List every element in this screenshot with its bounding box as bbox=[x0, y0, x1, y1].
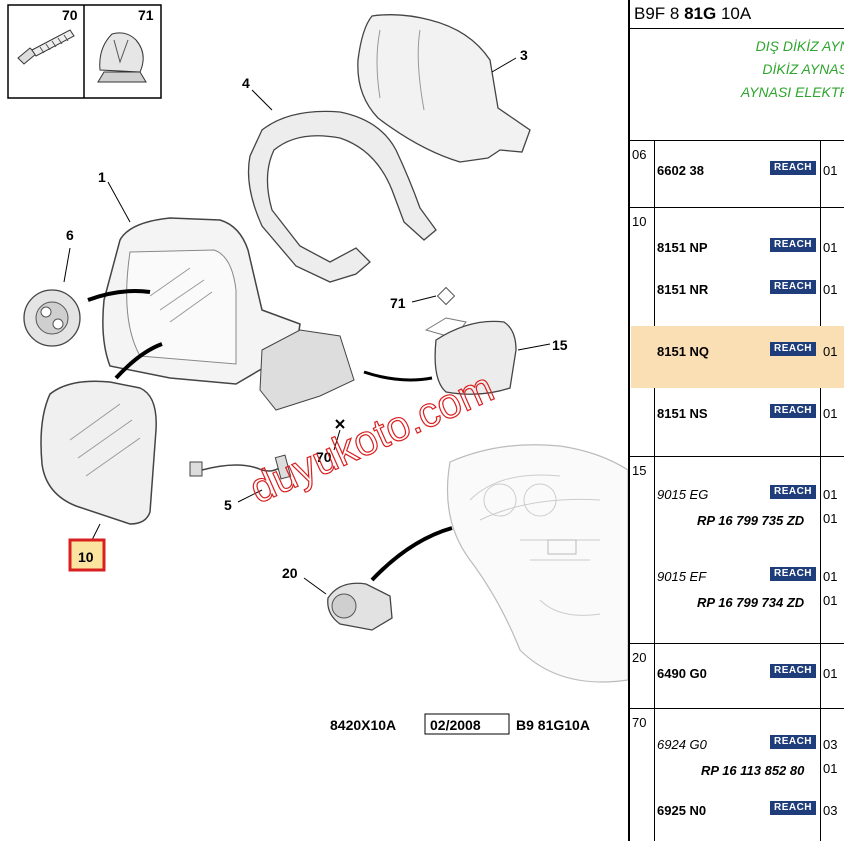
footer-ref: B9 81G10A bbox=[516, 717, 590, 733]
quantity: 01 bbox=[823, 511, 838, 526]
footer-code: 8420X10A bbox=[330, 717, 396, 733]
group-number: 20 bbox=[632, 650, 647, 665]
replacement-part: RP 16 113 852 80 bbox=[701, 763, 805, 778]
part-71-clip: 71 bbox=[390, 286, 467, 339]
part-number: 6925 N0 bbox=[657, 803, 707, 818]
label-20: 20 bbox=[282, 565, 298, 581]
reach-badge: REACH bbox=[770, 238, 816, 252]
label-10: 10 bbox=[78, 549, 94, 565]
reach-badge: REACH bbox=[770, 280, 816, 294]
quantity: 03 bbox=[823, 737, 838, 752]
label-1: 1 bbox=[98, 169, 106, 185]
group-70: 70 6924 G0 REACH 03 RP 16 113 852 80 01 … bbox=[630, 709, 844, 841]
quantity: 01 bbox=[823, 593, 838, 608]
quantity: 03 bbox=[823, 803, 838, 818]
model-suffix: 10A bbox=[720, 4, 752, 23]
part-row[interactable]: 9015 EG REACH 01 RP 16 799 735 ZD 01 bbox=[657, 469, 844, 531]
label-5: 5 bbox=[224, 497, 232, 513]
part-20-switch: 20 bbox=[282, 526, 453, 631]
group-10: 10 8151 NP REACH 01 8151 NR REACH 01 815… bbox=[630, 208, 844, 457]
quantity: 01 bbox=[823, 761, 838, 776]
footer-date: 02/2008 bbox=[430, 717, 481, 733]
reach-badge: REACH bbox=[770, 342, 816, 356]
model-header: B9F 8 81G 10A bbox=[630, 0, 844, 29]
replacement-part: RP 16 799 734 ZD bbox=[697, 595, 805, 610]
label-6: 6 bbox=[66, 227, 74, 243]
group-number: 15 bbox=[632, 463, 647, 478]
label-15: 15 bbox=[552, 337, 568, 353]
label-71: 71 bbox=[138, 7, 154, 23]
part-number: 8151 NR bbox=[657, 282, 709, 297]
group-number: 10 bbox=[632, 214, 647, 229]
parts-diagram: 70 71 3 4 1 bbox=[7, 4, 628, 735]
reach-badge: REACH bbox=[770, 801, 816, 815]
quantity: 01 bbox=[823, 163, 838, 178]
title-line: DİKİZ AYNASI BİTİŞ E bbox=[762, 61, 844, 77]
part-number: 9015 EF bbox=[657, 569, 707, 584]
part-number: 9015 EG bbox=[657, 487, 709, 502]
group-20: 20 6490 G0 REACH 01 bbox=[630, 644, 844, 709]
title-line: DIŞ DİKİZ AYNASI YOL bbox=[755, 38, 844, 54]
quantity: 01 bbox=[823, 487, 838, 502]
part-1-mirror-housing: 1 bbox=[98, 169, 355, 411]
quantity: 01 bbox=[823, 666, 838, 681]
part-number: 8151 NS bbox=[657, 406, 708, 421]
label-70: 70 bbox=[62, 7, 78, 23]
quantity: 01 bbox=[823, 569, 838, 584]
replacement-part: RP 16 799 735 ZD bbox=[697, 513, 805, 528]
label-71-main: 71 bbox=[390, 295, 406, 311]
part-row[interactable]: 8151 NP REACH 01 bbox=[657, 222, 844, 284]
quantity: 01 bbox=[823, 344, 838, 359]
part-5-harness: 5 bbox=[189, 454, 292, 513]
part-number: 6602 38 bbox=[657, 163, 704, 178]
part-number: 6490 G0 bbox=[657, 666, 707, 681]
inset-box: 70 71 bbox=[7, 4, 162, 99]
label-3: 3 bbox=[520, 47, 528, 63]
part-70-marker: 70 bbox=[316, 419, 345, 465]
group-number: 70 bbox=[632, 715, 647, 730]
part-row[interactable]: 6490 G0 REACH 01 bbox=[657, 648, 844, 710]
quantity: 01 bbox=[823, 240, 838, 255]
section-titles: DIŞ DİKİZ AYNASI YOL DİKİZ AYNASI BİTİŞ … bbox=[630, 29, 844, 141]
title-line: AYNASI ELEKTR KUMAN bbox=[740, 84, 844, 100]
parts-list-panel: B9F 8 81G 10A DIŞ DİKİZ AYNASI YOL DİKİZ… bbox=[628, 0, 844, 841]
reach-badge: REACH bbox=[770, 664, 816, 678]
reach-badge: REACH bbox=[770, 404, 816, 418]
reach-badge: REACH bbox=[770, 567, 816, 581]
label-70-main: 70 bbox=[316, 449, 332, 465]
part-3-cover: 3 bbox=[357, 14, 531, 163]
clip-icon bbox=[97, 32, 147, 83]
dashboard-outline bbox=[446, 444, 628, 683]
part-number: 8151 NP bbox=[657, 240, 708, 255]
quantity: 01 bbox=[823, 406, 838, 421]
label-10-box bbox=[68, 538, 106, 572]
group-06: 06 6602 38 REACH 01 bbox=[630, 141, 844, 208]
label-4: 4 bbox=[242, 75, 250, 91]
part-number: 8151 NQ bbox=[657, 344, 710, 359]
part-row[interactable]: 8151 NS REACH 01 bbox=[657, 388, 844, 450]
group-number: 06 bbox=[632, 147, 647, 162]
part-row[interactable]: 6925 N0 REACH 03 bbox=[657, 785, 844, 841]
footer-codes: 8420X10A 02/2008 B9 81G10A bbox=[330, 713, 590, 735]
part-4-frame: 4 bbox=[242, 75, 437, 283]
part-row[interactable]: 8151 NR REACH 01 bbox=[657, 264, 844, 326]
part-6-motor: 6 bbox=[23, 227, 151, 347]
reach-badge: REACH bbox=[770, 161, 816, 175]
part-number: 6924 G0 bbox=[657, 737, 707, 752]
reach-badge: REACH bbox=[770, 485, 816, 499]
model-bold: 81G bbox=[684, 4, 717, 23]
model-prefix: B9F 8 bbox=[634, 4, 680, 23]
part-15-cap: 15 bbox=[363, 320, 568, 395]
reach-badge: REACH bbox=[770, 735, 816, 749]
screw-icon bbox=[17, 29, 75, 65]
part-row[interactable]: 9015 EF REACH 01 RP 16 799 734 ZD 01 bbox=[657, 551, 844, 613]
group-15: 15 9015 EG REACH 01 RP 16 799 735 ZD 01 … bbox=[630, 457, 844, 644]
part-row[interactable]: 6924 G0 REACH 03 RP 16 113 852 80 01 bbox=[657, 719, 844, 781]
part-10-mirror-glass: 10 bbox=[40, 342, 163, 572]
quantity: 01 bbox=[823, 282, 838, 297]
part-row[interactable]: 6602 38 REACH 01 bbox=[657, 145, 844, 207]
part-row-highlighted[interactable]: 8151 NQ REACH 01 bbox=[631, 326, 844, 388]
